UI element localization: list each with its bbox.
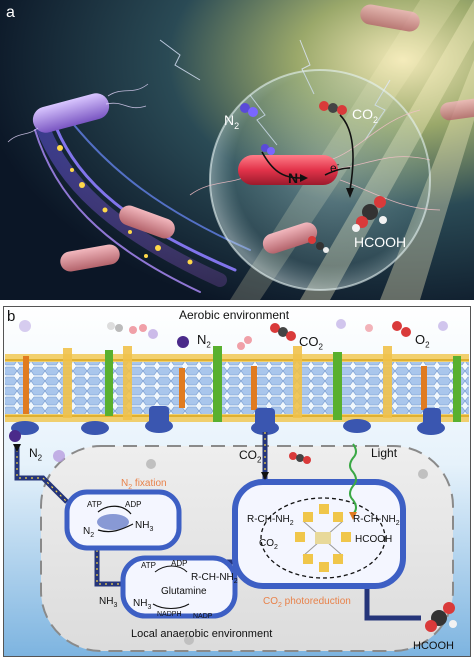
nitrogenase-n2: N2 bbox=[83, 526, 95, 539]
bacteria-trails bbox=[33, 113, 251, 293]
photocatalyst-cluster bbox=[295, 504, 351, 572]
co2-molecule-a bbox=[319, 101, 347, 115]
electron-label-a: e- bbox=[330, 160, 340, 175]
glutamine-arrow-top bbox=[154, 565, 188, 573]
glutamine-nadp: NADP bbox=[193, 613, 213, 620]
panel-b-letter: b bbox=[7, 308, 16, 325]
glutamine-compartment bbox=[120, 555, 238, 619]
nitrogenase-nh3: NH3 bbox=[135, 520, 154, 533]
co2-inflow-label: CO2 bbox=[239, 448, 262, 465]
nitrogenase-arrow-top bbox=[97, 505, 132, 515]
glutamine-product: R-CH-NH2 bbox=[191, 572, 238, 585]
hcooh-output-label: HCOOH bbox=[413, 640, 454, 652]
panel-a-illustration bbox=[0, 0, 474, 300]
panel-a-letter: a bbox=[6, 4, 15, 21]
photo-product-hcooh: HCOOH bbox=[355, 534, 393, 545]
glutamine-atp: ATP bbox=[141, 561, 156, 570]
photo-reactant-amine: R-CH-NH2 bbox=[247, 514, 294, 527]
inbound-molecules bbox=[9, 430, 428, 645]
arrowheads bbox=[300, 174, 354, 198]
nitrogenase-enzyme bbox=[97, 514, 129, 530]
co2-photoreduction-label: CO2 photoreduction bbox=[263, 596, 351, 609]
transport-tube-dots bbox=[16, 432, 266, 585]
nh3-transfer-label: NH3 bbox=[99, 596, 118, 609]
membrane-channels bbox=[11, 406, 445, 435]
n2-label-b: N2 bbox=[197, 332, 211, 350]
light-arrowhead bbox=[349, 512, 357, 520]
glutamine-arrow-bottom bbox=[152, 603, 190, 610]
n-label-a: N bbox=[288, 170, 299, 186]
hcooh-molecule-a bbox=[352, 196, 387, 232]
pink-bacteria bbox=[60, 4, 474, 272]
nitrogenase-atp: ATP bbox=[87, 500, 102, 509]
anaerobic-environment-label: Local anaerobic environment bbox=[131, 628, 273, 640]
cell-membrane bbox=[5, 354, 469, 422]
nitrogenase-adp: ADP bbox=[125, 500, 142, 509]
transmembrane-helices bbox=[23, 346, 461, 422]
n2-fixation-label: N2 fixation bbox=[121, 478, 167, 491]
glutamine-adp: ADP bbox=[171, 559, 188, 568]
co2-label-a: CO2 bbox=[352, 106, 379, 125]
hcooh-label-a: HCOOH bbox=[354, 234, 407, 250]
flow-arrows bbox=[13, 444, 269, 480]
co2-label-b: CO2 bbox=[299, 334, 323, 352]
light-wave bbox=[349, 443, 357, 515]
photo-product-amine: R-CH-NH2 bbox=[353, 514, 400, 527]
red-bacterium bbox=[189, 109, 441, 211]
glutamine-name: Glutamine bbox=[161, 586, 207, 597]
nitrogenase-arrow-bottom bbox=[97, 523, 134, 533]
glutamine-nh3: NH3 bbox=[133, 598, 152, 611]
panel-b: b Aerobic environment N2 CO2 O2 N2 CO2 L… bbox=[3, 306, 471, 657]
n2-inflow-label: N2 bbox=[29, 446, 43, 463]
aerobic-molecules bbox=[19, 319, 448, 350]
glutamine-nadph: NADPH bbox=[157, 611, 182, 618]
small-molecule-a bbox=[308, 236, 329, 253]
sparkles bbox=[57, 145, 193, 265]
purple-bacterium bbox=[7, 83, 149, 143]
n2-molecule-a bbox=[240, 103, 275, 155]
hcooh-molecule-b bbox=[425, 602, 457, 632]
panel-b-diagram bbox=[3, 306, 471, 657]
o2-label-b: O2 bbox=[415, 332, 430, 350]
photoreduction-cycle bbox=[260, 497, 386, 579]
aerobic-environment-label: Aerobic environment bbox=[179, 308, 290, 322]
light-label: Light bbox=[371, 446, 398, 460]
n2-label-a: N2 bbox=[224, 112, 240, 131]
panel-a: a N2 CO2 N e- HCOOH bbox=[0, 0, 474, 300]
reaction-arrows bbox=[261, 114, 354, 191]
photo-reactant-co2: CO2 bbox=[259, 538, 278, 551]
